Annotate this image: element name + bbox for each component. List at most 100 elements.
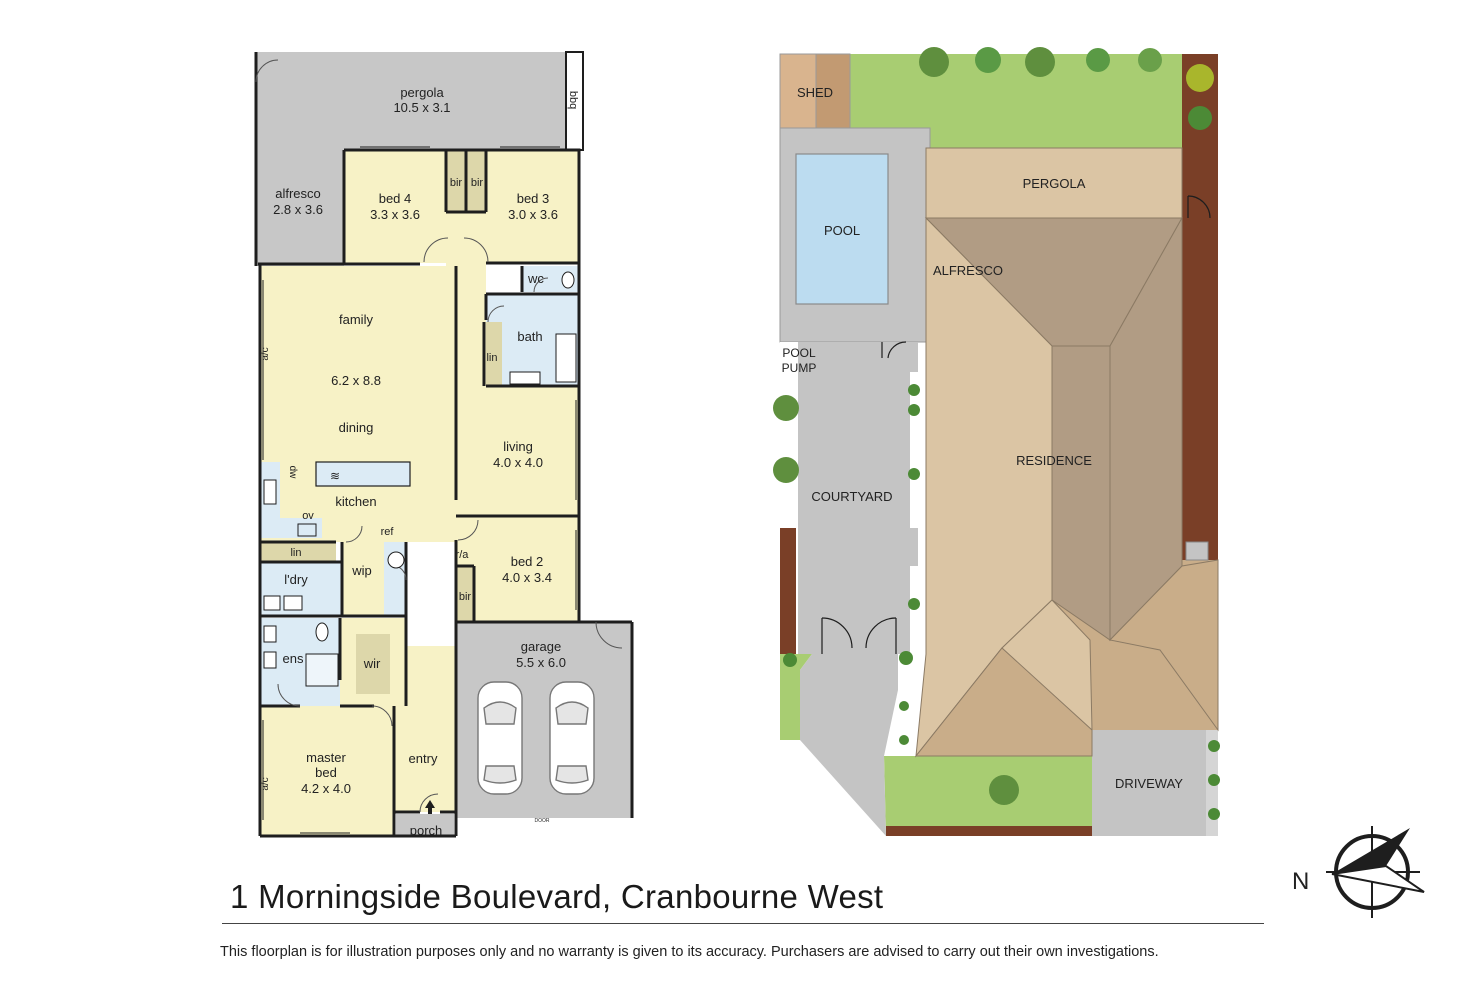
site-label-pergola: PERGOLA (1023, 176, 1086, 191)
site-label-pool-pump-2: PUMP (782, 361, 817, 375)
windows (262, 146, 577, 834)
label-wip: wip (351, 563, 372, 578)
label-ref: ref (381, 526, 395, 538)
label-alfresco: alfresco (275, 186, 321, 201)
garden-bed-left (780, 528, 796, 654)
alfresco-area (256, 150, 344, 266)
master-bed-room (260, 706, 394, 836)
pool-water (795, 153, 889, 305)
plant-icon (773, 395, 799, 421)
entry-arrow-icon (425, 800, 435, 814)
label-bed2: bed 2 (511, 554, 544, 569)
shed-right (815, 53, 851, 129)
label-ens: ens (283, 651, 304, 666)
plant-icon (1208, 808, 1220, 820)
family-room (260, 266, 456, 542)
plant-icon (1138, 48, 1162, 72)
driveway-area (1092, 730, 1218, 836)
label-bir-bed3: bir (471, 177, 484, 189)
compass-north-label: N (1292, 868, 1309, 895)
pergola-area (256, 52, 566, 150)
label-master-dims: 4.2 x 4.0 (301, 781, 351, 796)
siteplan-labels: SHED PERGOLA POOL ALFRESCO POOL PUMP RES… (782, 85, 1184, 791)
label-bed3: bed 3 (517, 191, 550, 206)
label-wc: wc (527, 271, 544, 286)
label-entry: entry (409, 751, 438, 766)
hall-top (446, 212, 486, 272)
bed3-room (486, 150, 579, 263)
plants (773, 47, 1220, 820)
label-lin-laundry: lin (290, 547, 301, 559)
plant-icon (783, 653, 797, 667)
label-bed3-dims: 3.0 x 3.6 (508, 207, 558, 222)
courtyard-border-bottom (910, 566, 926, 654)
label-kitchen: kitchen (335, 494, 376, 509)
hall-linen (484, 322, 502, 386)
courtyard-paving (798, 342, 918, 654)
site-plan: SHED PERGOLA POOL ALFRESCO POOL PUMP RES… (773, 47, 1220, 836)
car-icon-right (549, 681, 595, 795)
site-label-pool: POOL (824, 223, 860, 238)
plant-icon (1086, 48, 1110, 72)
plant-icon (1208, 740, 1220, 752)
label-laundry: l'dry (284, 572, 308, 587)
compass-icon: N (1292, 826, 1425, 918)
door-swings (255, 59, 623, 813)
label-bbq: bbq (567, 91, 579, 109)
label-ov: ov (302, 510, 314, 522)
island-sink-symbol: ≋ (330, 469, 340, 483)
label-living: living (503, 439, 533, 454)
bed2-room (474, 516, 579, 622)
plant-icon (773, 457, 799, 483)
label-ac-family: a/c (260, 347, 271, 360)
site-gates (821, 195, 1211, 654)
kitchen-bench-bottom (260, 518, 322, 538)
bed4-room (344, 150, 446, 263)
plant-icon (1208, 774, 1220, 786)
plant-icon (1025, 47, 1055, 77)
roof-facet-garage-front (914, 647, 1093, 757)
front-path (800, 654, 898, 836)
label-bir-bed2: bir (459, 591, 472, 603)
walls (254, 52, 634, 838)
living-room (456, 386, 579, 516)
bed2-robe (456, 566, 474, 622)
label-dining: dining (339, 420, 374, 435)
garden-bed-right (1182, 54, 1218, 566)
disclaimer-text: This floorplan is for illustration purpo… (220, 944, 1159, 960)
label-wir: wir (363, 656, 381, 671)
entry-hall (394, 646, 456, 812)
plant-icon (975, 47, 1001, 73)
site-label-driveway: DRIVEWAY (1115, 776, 1183, 791)
site-label-alfresco: ALFRESCO (933, 263, 1003, 278)
plant-icon (908, 468, 920, 480)
label-bed4-dims: 3.3 x 3.6 (370, 207, 420, 222)
label-bed2-dims: 4.0 x 3.4 (502, 570, 552, 585)
plant-icon (1186, 64, 1214, 92)
garden-bed-front-strip (886, 826, 1092, 836)
floor-plan: ≋ (254, 51, 634, 838)
plant-icon (899, 651, 913, 665)
plant-icon (1188, 106, 1212, 130)
label-pergola: pergola (400, 85, 444, 100)
roof-facet-center (1051, 345, 1111, 641)
label-bed4: bed 4 (379, 191, 412, 206)
lawn-back (850, 54, 1182, 150)
label-garage: garage (521, 639, 561, 654)
label-alfresco-dims: 2.8 x 3.6 (273, 202, 323, 217)
robe-shelf (356, 634, 390, 694)
plant-icon (989, 775, 1019, 805)
label-master-2: bed (315, 765, 337, 780)
site-label-residence: RESIDENCE (1016, 453, 1092, 468)
roof-facet-garage-right (1109, 559, 1219, 732)
label-living-dims: 4.0 x 4.0 (493, 455, 543, 470)
plant-icon (908, 598, 920, 610)
property-address: 1 Morningside Boulevard, Cranbourne West (230, 878, 884, 915)
label-master-1: master (306, 750, 346, 765)
label-ra: r/a (456, 549, 470, 561)
label-family: family (339, 312, 373, 327)
oven-symbol (297, 523, 317, 537)
plant-icon (919, 47, 949, 77)
plant-icon (908, 404, 920, 416)
